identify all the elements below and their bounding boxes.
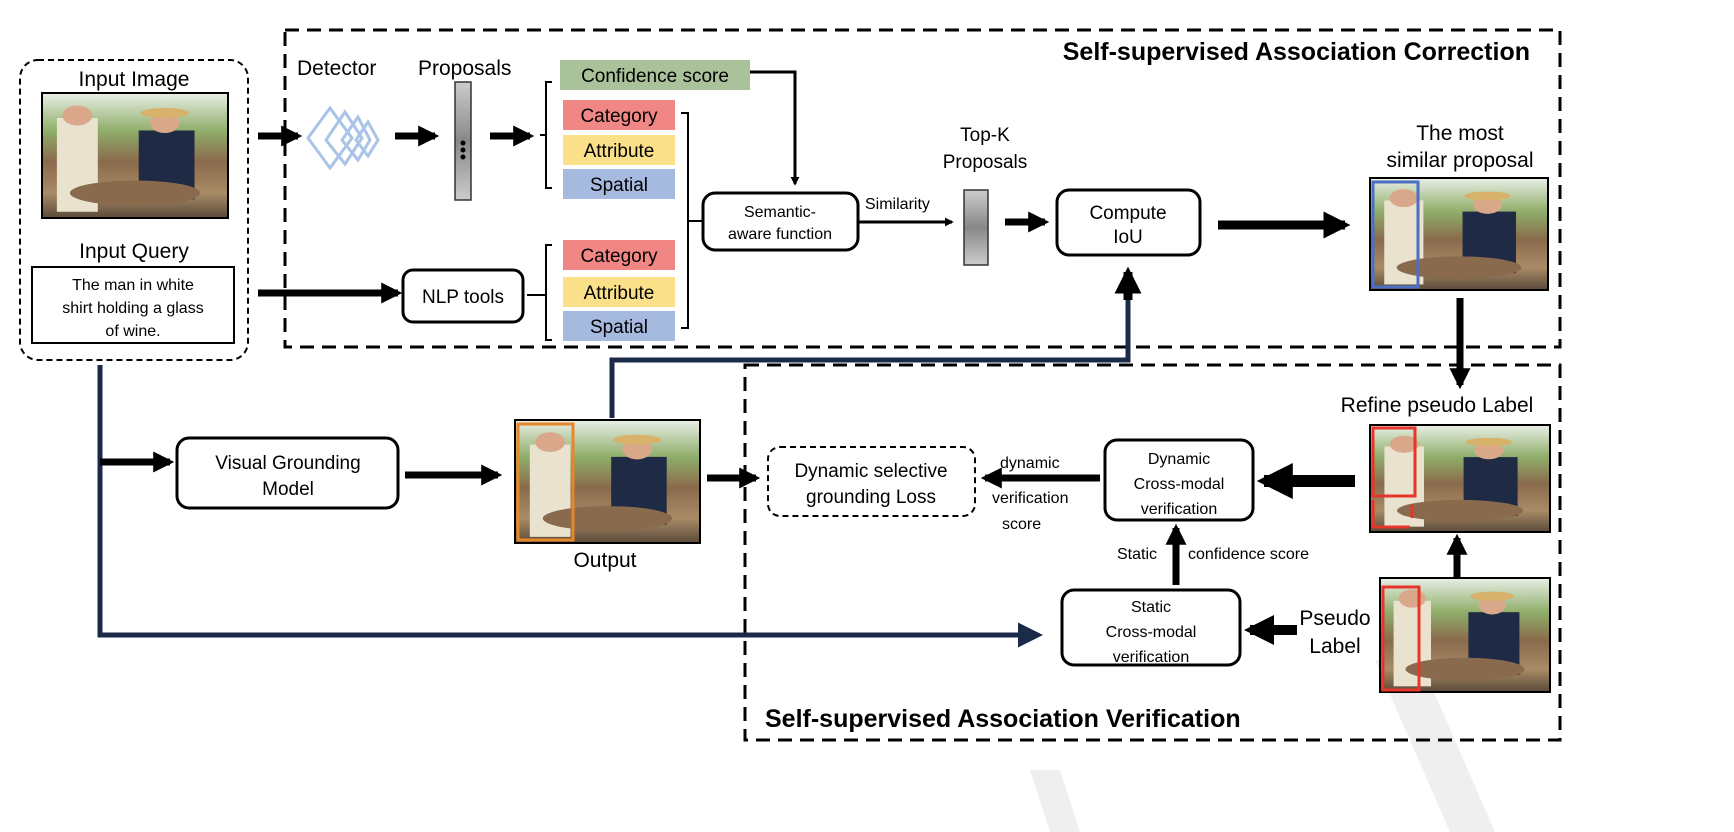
- topk-strip: [963, 189, 989, 266]
- nlp-tools-box: [401, 268, 525, 324]
- image-to-static-line: [97, 365, 1043, 648]
- blue-bbox: [1371, 180, 1420, 289]
- orange-bbox: [516, 422, 575, 542]
- text-attribute-box: [563, 277, 675, 307]
- bracket: [540, 81, 552, 189]
- query-line: of wine.: [105, 323, 160, 340]
- red-bbox: [1381, 585, 1421, 692]
- nlp-tools-text: NLP tools: [422, 287, 504, 308]
- dynamic-verif-text: Cross-modal: [1134, 476, 1225, 493]
- semantic-text: aware function: [728, 226, 832, 243]
- pseudo-label-text: Label: [1309, 635, 1360, 658]
- dynamic-verif-text: Dynamic: [1148, 451, 1210, 468]
- input-image: [42, 93, 228, 218]
- visual-spatial-box: [563, 169, 675, 199]
- compute-iou-box: [1055, 188, 1202, 257]
- confidence-score-text: Confidence score: [581, 66, 729, 87]
- static-verif-text: Static: [1131, 599, 1171, 616]
- merge-bracket: [681, 112, 703, 329]
- refined-label-image: [1370, 425, 1550, 532]
- correction-region: [283, 28, 1562, 349]
- most-similar-label: The most: [1416, 122, 1504, 145]
- iou-text: IoU: [1113, 227, 1143, 248]
- input-query-label: Input Query: [79, 240, 189, 263]
- attr-text: Attribute: [584, 283, 655, 304]
- text-category-box: [563, 240, 675, 270]
- arrow: [750, 70, 800, 186]
- detector-label: Detector: [297, 57, 376, 80]
- semantic-text: Semantic-: [744, 204, 816, 221]
- refine-label: Refine pseudo Label: [1341, 394, 1534, 417]
- dynamic-score-text: score: [1002, 516, 1041, 533]
- visual-grounding-model-box: [175, 436, 400, 510]
- loss-text: Dynamic selective: [794, 461, 947, 482]
- vg-text: Visual Grounding: [215, 453, 360, 474]
- pseudo-label-text: Pseudo: [1299, 607, 1370, 630]
- static-verif-text: verification: [1113, 649, 1189, 666]
- proposals-strip: [454, 81, 472, 201]
- most-similar-label: similar proposal: [1386, 149, 1533, 172]
- attr-text: Category: [580, 106, 658, 127]
- output-image: [515, 420, 700, 543]
- most-similar-image: [1370, 178, 1548, 290]
- dynamic-verif-text: verification: [1141, 501, 1217, 518]
- input-image-label: Input Image: [79, 68, 190, 91]
- dynamic-loss-box: [767, 446, 976, 517]
- iou-text: Compute: [1089, 203, 1166, 224]
- proposals-label: Proposals: [418, 57, 511, 80]
- static-conf-text: confidence score: [1188, 546, 1309, 563]
- visual-category-box: [563, 100, 675, 130]
- dynamic-score-text: dynamic: [1000, 455, 1060, 472]
- query-line: shirt holding a glass: [62, 300, 203, 317]
- verification-region: [743, 363, 1562, 742]
- attr-text: Spatial: [590, 317, 648, 338]
- confidence-score-box: [560, 60, 750, 90]
- vg-text: Model: [262, 479, 314, 500]
- static-conf-text: Static: [1117, 546, 1157, 563]
- watermark: [1030, 770, 1080, 832]
- watermark: [1375, 660, 1495, 832]
- loss-text: grounding Loss: [806, 487, 936, 508]
- pseudo-label-image: [1380, 578, 1550, 692]
- input-query-box: [31, 266, 235, 344]
- attr-text: Category: [580, 246, 658, 267]
- static-verification-box: [1060, 588, 1242, 667]
- attr-text: Attribute: [584, 141, 655, 162]
- output-to-iou-line: [609, 275, 1131, 418]
- topk-label: Top-K: [960, 125, 1010, 146]
- verification-title: Self-supervised Association Verification: [765, 705, 1241, 733]
- bracket: [527, 244, 552, 341]
- attr-text: Spatial: [590, 175, 648, 196]
- similarity-label: Similarity: [865, 196, 930, 213]
- text-spatial-box: [563, 311, 675, 341]
- topk-label: Proposals: [943, 152, 1028, 173]
- correction-title: Self-supervised Association Correction: [1063, 38, 1530, 66]
- detector-icon: [306, 105, 380, 171]
- output-label: Output: [573, 549, 636, 572]
- dynamic-score-text: verification: [992, 490, 1068, 507]
- static-verif-text: Cross-modal: [1106, 624, 1197, 641]
- query-line: The man in white: [72, 277, 194, 294]
- visual-attribute-box: [563, 135, 675, 165]
- red-bbox: [1371, 426, 1417, 498]
- dynamic-verification-box: [1103, 438, 1255, 522]
